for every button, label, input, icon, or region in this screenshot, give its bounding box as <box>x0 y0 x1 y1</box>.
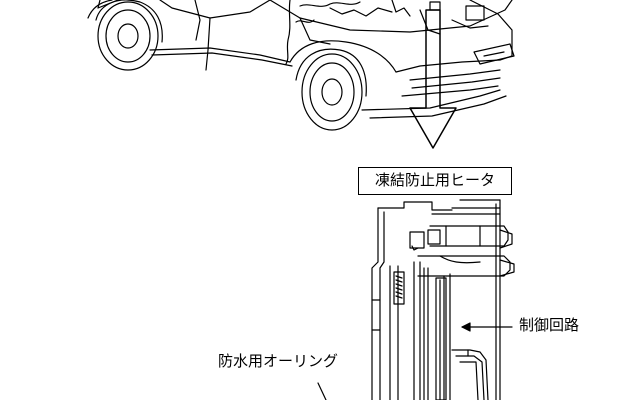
control-circuit-label: 制御回路 <box>519 316 580 334</box>
vehicle-illustration <box>87 0 515 131</box>
control-circuit-pointer <box>461 322 513 332</box>
oring-pointer <box>317 382 327 401</box>
waterproof-oring-label: 防水用オーリング <box>218 352 339 370</box>
heater-title-box: 凍結防止用ヒータ <box>358 167 512 195</box>
down-arrow <box>409 9 457 149</box>
heater-cross-section <box>371 199 515 401</box>
